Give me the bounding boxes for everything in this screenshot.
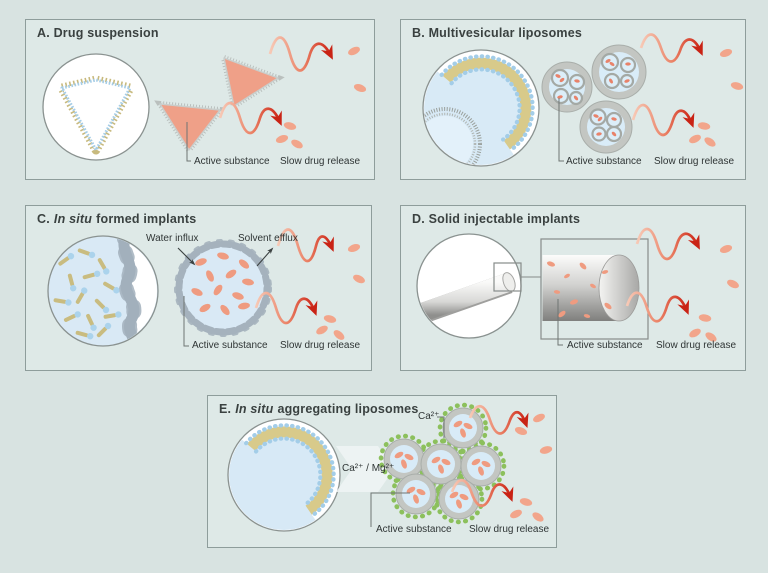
water-influx-label: Water influx: [146, 233, 199, 244]
active-substance-leader: [557, 299, 563, 346]
panel-b-title: B. Multivesicular liposomes: [412, 26, 583, 40]
active-substance-leader: [183, 296, 189, 347]
forming-implant-depot: [174, 239, 272, 337]
title-rest: aggregating liposomes: [277, 402, 419, 416]
magnified-solution-view: [47, 235, 159, 347]
title-prefix: E.: [219, 402, 232, 416]
in-situ-implant-illustration: [47, 228, 365, 347]
solid-implant-illustration: [416, 227, 739, 346]
drug-suspension-illustration: [42, 36, 367, 162]
panel-solid-injectable-implants: D. Solid injectable implants: [400, 205, 746, 371]
panel-multivesicular-liposomes: B. Multivesicular liposomes: [400, 19, 746, 180]
active-substance-leader: [370, 492, 410, 527]
release-arrows: [625, 227, 700, 323]
multivesicular-liposomes-illustration: [422, 33, 744, 167]
magnified-crystal-view: [42, 53, 150, 161]
magnified-bilayer-view: [422, 49, 540, 167]
magnified-bilayer-view: [227, 418, 341, 532]
magnified-implant-view: [540, 238, 649, 340]
release-arrows: [631, 33, 703, 137]
aggregating-liposomes-illustration: [227, 402, 553, 532]
released-drug-particles: [689, 48, 744, 147]
released-drug-particles: [316, 243, 365, 340]
release-arrows: [450, 404, 529, 508]
calcium-ion-label: Ca²⁺: [418, 411, 440, 422]
active-substance-label: Active substance: [192, 340, 268, 351]
active-substance-label: Active substance: [376, 524, 452, 535]
released-drug-particles: [689, 244, 739, 342]
active-substance-leader: [558, 98, 564, 162]
active-substance-leader: [186, 122, 191, 162]
active-substance-label: Active substance: [567, 340, 643, 351]
liposome-1: [541, 61, 593, 113]
solvent-efflux-label: Solvent efflux: [238, 233, 298, 244]
title-italic: In situ: [53, 212, 93, 226]
slow-drug-release-label: Slow drug release: [654, 156, 735, 167]
slow-drug-release-label: Slow drug release: [280, 340, 361, 351]
panel-d-title: D. Solid injectable implants: [412, 212, 581, 226]
panel-a-title: A. Drug suspension: [37, 26, 159, 40]
title-prefix: C.: [37, 212, 50, 226]
title-rest: formed implants: [96, 212, 197, 226]
aggregated-liposome-cluster: [378, 402, 507, 525]
release-arrows: [254, 228, 334, 325]
active-substance-label: Active substance: [194, 156, 270, 167]
drug-crystal-1: [154, 100, 226, 156]
multivesicular-liposome-cluster: [541, 44, 647, 154]
liposomes: [383, 407, 502, 520]
title-italic: In situ: [235, 402, 274, 416]
liposome-3: [579, 100, 633, 154]
release-arrows: [218, 36, 333, 135]
panel-drug-suspension: A. Drug suspension Active substance S: [25, 19, 375, 180]
released-drug-particles: [510, 413, 553, 522]
slow-drug-release-label: Slow drug release: [469, 524, 550, 535]
polymer-lipid-molecules: [53, 248, 122, 340]
slow-drug-release-label: Slow drug release: [280, 156, 361, 167]
entrapped-drug-particles: [191, 252, 254, 316]
slow-drug-release-label: Slow drug release: [656, 340, 737, 351]
active-substance-label: Active substance: [566, 156, 642, 167]
solvent-efflux-arrow: [256, 247, 274, 267]
embedded-drug-particles: [546, 261, 612, 318]
drug-crystal-2: [219, 53, 285, 111]
liposome-2: [591, 44, 647, 100]
water-influx-arrow: [177, 247, 196, 266]
calcium-label-leader: [437, 416, 445, 438]
implant-overview: [416, 233, 541, 339]
calcium-magnesium-label: Ca²⁺ / Mg²⁺: [342, 463, 395, 474]
released-drug-particles: [275, 46, 367, 149]
